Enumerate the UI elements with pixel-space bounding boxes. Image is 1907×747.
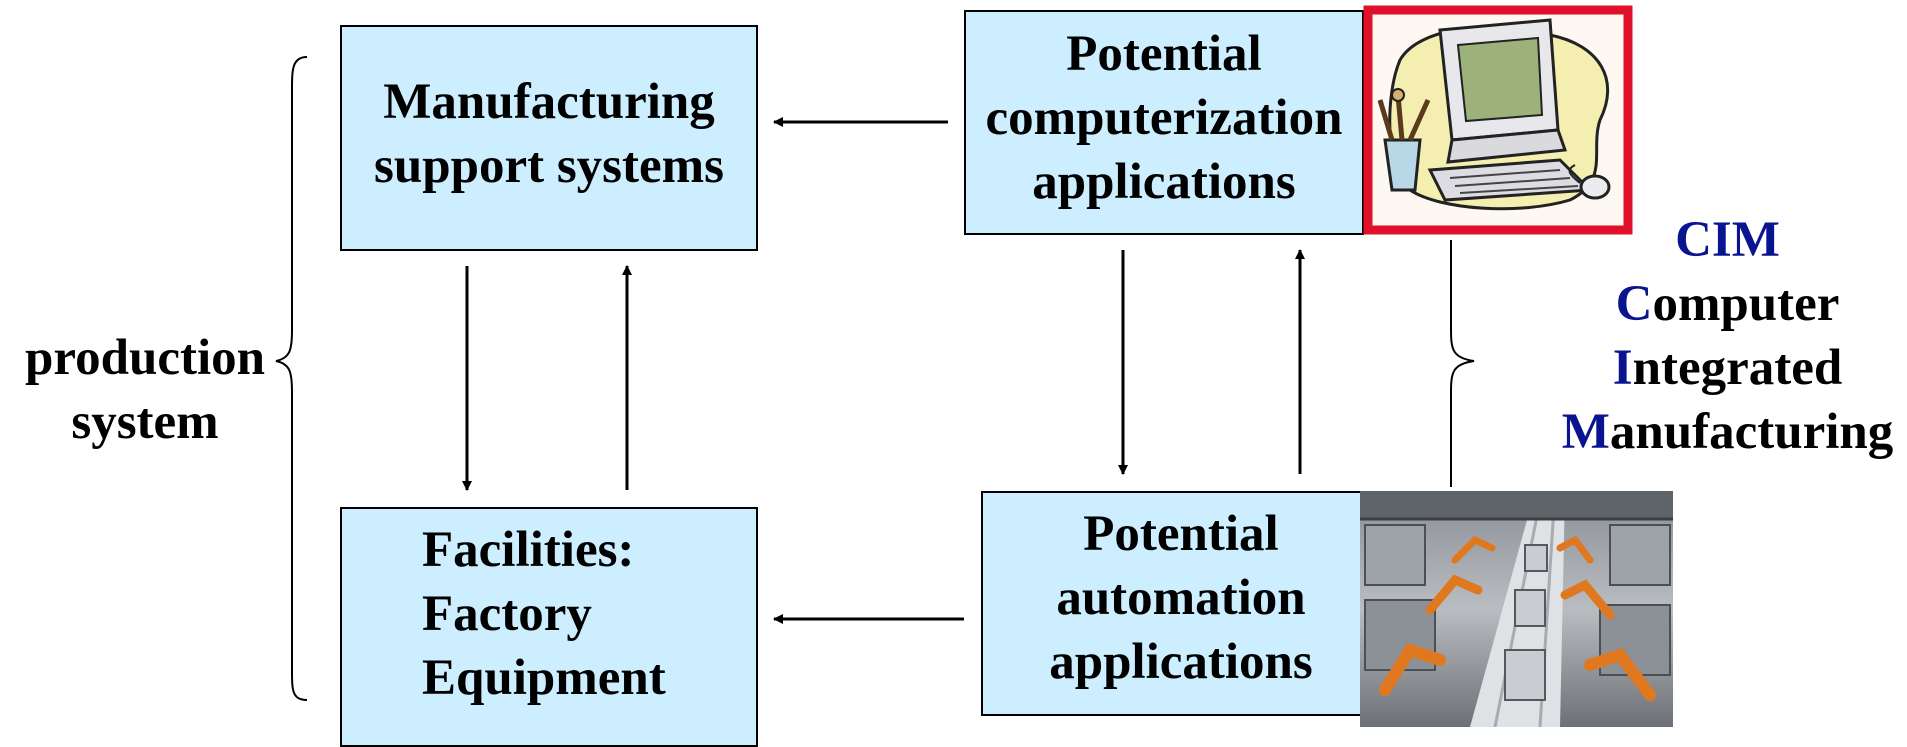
computerization-line-2: computerization — [985, 90, 1343, 146]
production-label-line-2: system — [71, 394, 219, 450]
cim-rest-computer: omputer — [1652, 276, 1840, 332]
facilities-text: Facilities: Factory Equipment — [422, 518, 666, 710]
support-systems-text: Manufacturing support systems — [340, 70, 758, 198]
factory-robots-photo — [1360, 490, 1673, 727]
box-manufacturing-support-systems — [340, 25, 758, 251]
diagram-graphics — [275, 5, 1673, 727]
production-label-line-1: production — [25, 330, 265, 386]
computer-clipart-icon — [1363, 5, 1633, 235]
cim-rest-integrated: ntegrated — [1632, 340, 1843, 396]
cim-line-computer: Computer — [1550, 272, 1905, 336]
cim-acronym: CIM — [1675, 212, 1780, 268]
automation-line-3: applications — [1049, 634, 1313, 690]
facilities-line-1: Facilities: — [422, 522, 635, 578]
support-systems-line-2: support systems — [374, 138, 724, 194]
cim-line-manufacturing: Manufacturing — [1550, 400, 1905, 464]
cim-initial-m: M — [1561, 404, 1610, 460]
computerization-line-3: applications — [1032, 154, 1296, 210]
facilities-line-3: Equipment — [422, 650, 666, 706]
automation-line-2: automation — [1056, 570, 1306, 626]
left-brace — [275, 56, 308, 701]
cim-line-integrated: Integrated — [1550, 336, 1905, 400]
cim-initial-i: I — [1612, 340, 1633, 396]
automation-text: Potential automation applications — [981, 502, 1381, 694]
cim-label: CIM Computer Integrated Manufacturing — [1550, 208, 1905, 464]
computerization-line-1: Potential — [1066, 26, 1262, 82]
facilities-line-2: Factory — [422, 586, 592, 642]
right-brace — [1450, 240, 1475, 487]
support-systems-line-1: Manufacturing — [383, 74, 715, 130]
cim-initial-c: C — [1615, 276, 1653, 332]
box-potential-computerization-applications — [964, 10, 1364, 235]
cim-rest-manufacturing: anufacturing — [1609, 404, 1894, 460]
production-system-label: production system — [10, 326, 280, 454]
computerization-text: Potential computerization applications — [964, 22, 1364, 214]
automation-line-1: Potential — [1083, 506, 1279, 562]
box-potential-automation-applications — [981, 491, 1381, 716]
